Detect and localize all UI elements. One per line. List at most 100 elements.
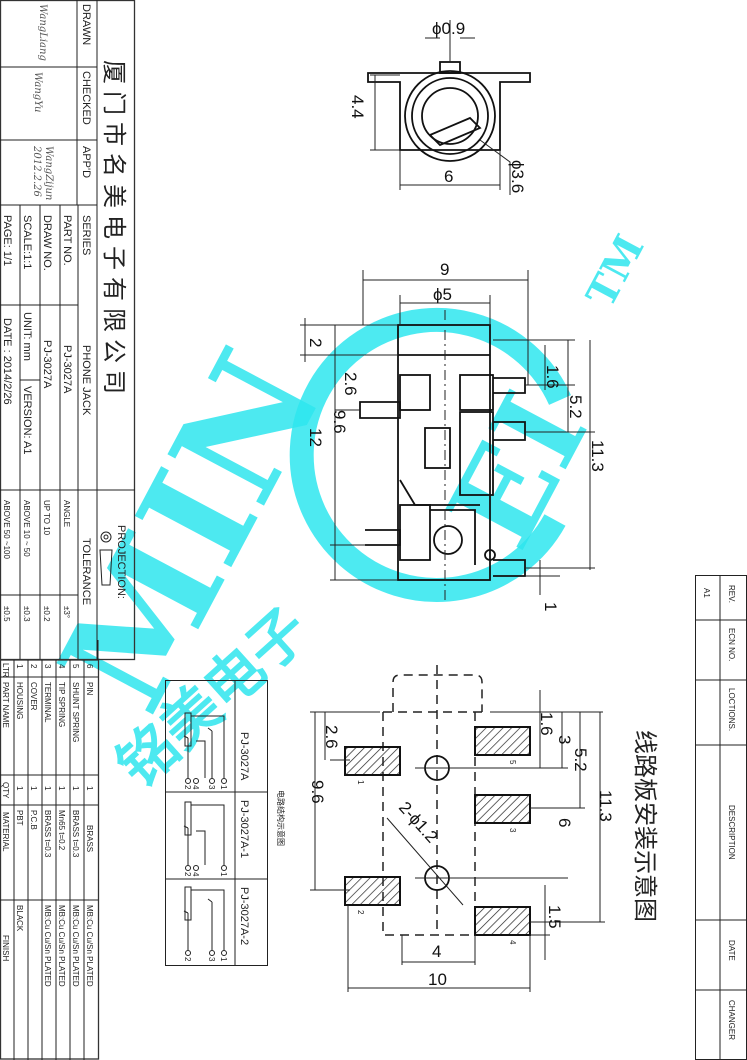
watermark-c-ring — [289, 307, 571, 602]
series-label: SERIES — [80, 215, 92, 255]
part-no-label: PART NO. — [61, 215, 73, 266]
circuit-caption: 电路结构示意图 — [276, 790, 286, 846]
title-block: DRAWN CHECKED APP'D WangLiang WangYu Wan… — [0, 0, 136, 661]
part-name: SHUNT SPRING — [71, 682, 80, 742]
part-name: TERMINAL — [43, 682, 52, 723]
rev-header: REV. — [727, 585, 736, 603]
ltr: 4 — [57, 664, 66, 669]
pin-label: 2 — [183, 872, 192, 877]
projection-symbol-icon — [99, 531, 113, 586]
dim-pin-dia: ϕ0.9 — [432, 19, 465, 38]
parts-row-4: 4 TIP SPRING 1 Mn65 t=0.2 MB:Cu Cu/Sn PL… — [57, 664, 66, 987]
pin-label: 4 — [191, 872, 200, 877]
tolerance-label: TOLERANCE — [80, 538, 92, 605]
checked-signature: WangYu — [32, 72, 43, 112]
pad-label-1: 1 — [356, 780, 365, 785]
drawn-label: DRAWN — [80, 4, 92, 45]
part-no-value: PJ-3027A — [61, 345, 73, 394]
part-name: PIN — [85, 682, 94, 696]
part-name: TIP SPRING — [57, 682, 66, 727]
tolerance-range-angle: ANGLE — [62, 500, 71, 527]
pin-label: 1 — [219, 785, 228, 790]
circuit-name-2: PJ-3027A-1 — [238, 800, 250, 858]
schematic-pj3027a-2: 1 3 2 — [183, 886, 228, 962]
ecn-header: ECN NO. — [727, 628, 736, 661]
dim-side-bore: ϕ5 — [433, 285, 452, 304]
dim-hole-dia: ϕ3.6 — [508, 160, 527, 193]
dim-pcb-10: 10 — [428, 970, 447, 989]
material: Mn65 t=0.2 — [57, 810, 66, 851]
pin-label: 2 — [183, 957, 192, 962]
pcb-layout: 1 2 3 4 5 2-ϕ1.2 9.6 2.6 1.6 3 5.2 11.3 … — [308, 665, 659, 992]
parts-row-1: 1 HOUSING 1 PBT BLACK — [15, 664, 24, 932]
dim-side-9-6: 9.6 — [330, 410, 349, 434]
circuit-diagrams: PJ-3027A PJ-3027A-1 PJ-3027A-2 1 3 4 2 1… — [165, 680, 286, 966]
date-header: DATE — [727, 940, 736, 961]
tolerance-range-10-50: ABOVE 10 ~ 50 — [22, 500, 31, 557]
material: P.C.B — [29, 810, 38, 830]
unit-value: UNIT: mm — [21, 312, 33, 361]
ltr: 2 — [29, 664, 38, 669]
pad-label-4: 4 — [508, 940, 517, 945]
parts-header-qty: QTY — [1, 782, 10, 799]
part-name: HOUSING — [15, 682, 24, 719]
approved-signature: WangZijun — [43, 146, 54, 200]
dim-pcb-1-5: 1.5 — [545, 905, 564, 929]
side-view: 9 ϕ5 2 12 9.6 2.6 1.6 5.2 11.3 1 — [300, 260, 607, 611]
dim-pcb-1-6: 1.6 — [537, 712, 556, 736]
pin-label: 3 — [207, 785, 216, 790]
ltr: 3 — [43, 664, 52, 669]
qty: 1 — [29, 786, 38, 791]
company-name: 厦门市名美电子有限公司 — [100, 60, 128, 401]
draw-no-value: PJ-3027A — [41, 340, 53, 389]
pad-label-5: 5 — [508, 760, 517, 765]
watermark-tm: TM — [577, 227, 653, 314]
rev-value: A1 — [702, 588, 711, 598]
finish: BLACK — [15, 905, 24, 932]
parts-row-5: 5 SHUNT SPRING 1 BRASS t=0.3 MB:Cu Cu/Sn… — [71, 664, 80, 987]
page-value: PAGE: 1/1 — [1, 215, 13, 266]
qty: 1 — [57, 786, 66, 791]
locations-header: LOCTIONS. — [727, 688, 736, 731]
approved-date: 2012.2.26 — [31, 145, 42, 198]
checked-label: CHECKED — [80, 71, 92, 125]
part-name: COVER — [29, 682, 38, 711]
material: BRASS t=0.3 — [43, 810, 52, 858]
projection-label: PROJECTION: — [115, 525, 127, 599]
changer-header: CHANGER — [727, 1000, 736, 1040]
ltr: 1 — [15, 664, 24, 669]
description-header: DESCRIPTION — [727, 805, 736, 860]
dim-pcb-6: 6 — [555, 818, 574, 827]
scale-value: SCALE:1:1 — [21, 215, 33, 269]
material: BRASS t=0.3 — [71, 810, 80, 858]
dim-side-1-6: 1.6 — [543, 365, 562, 389]
tolerance-value-10-50: ±0.3 — [22, 606, 31, 622]
pin-label: 1 — [219, 957, 228, 962]
drawn-signature: WangLiang — [37, 4, 48, 61]
dim-side-1: 1 — [541, 602, 560, 611]
dim-side-width: 9 — [440, 260, 449, 279]
ltr: 5 — [71, 664, 80, 669]
tolerance-range-50-100: ABOVE 50 ~100 — [2, 500, 11, 559]
front-view: ϕ0.9 4.4 6 ϕ3.6 — [348, 19, 531, 195]
dim-pcb-2-6: 2.6 — [322, 725, 341, 749]
finish: MB:Cu Cu/Sn PLATED — [85, 905, 94, 987]
circuit-name-1: PJ-3027A — [238, 732, 250, 781]
dim-side-5-2: 5.2 — [566, 395, 585, 419]
schematic-pj3027a-1: 1 4 2 — [183, 801, 228, 877]
finish: MB:Cu Cu/Sn PLATED — [57, 905, 66, 987]
parts-header-finish: FINISH — [1, 935, 10, 961]
tolerance-value-upto10: ±0.2 — [42, 606, 51, 622]
dim-pcb-4: 4 — [432, 942, 441, 961]
series-value: PHONE JACK — [80, 345, 92, 416]
parts-header-name: PART NAME — [1, 682, 10, 728]
parts-row-2: 2 COVER 1 P.C.B — [29, 664, 38, 830]
dim-side-11-3: 11.3 — [588, 440, 607, 472]
pcb-layout-title: 线路板安装示意图 — [631, 730, 659, 922]
dim-height: 4.4 — [348, 95, 367, 119]
pin-label: 4 — [191, 785, 200, 790]
pin-label: 3 — [207, 957, 216, 962]
parts-row-3: 3 TERMINAL 1 BRASS t=0.3 MB:Cu Cu/Sn PLA… — [43, 664, 52, 987]
dim-side-12: 12 — [306, 428, 325, 447]
dim-pcb-9-6: 9.6 — [308, 780, 327, 804]
